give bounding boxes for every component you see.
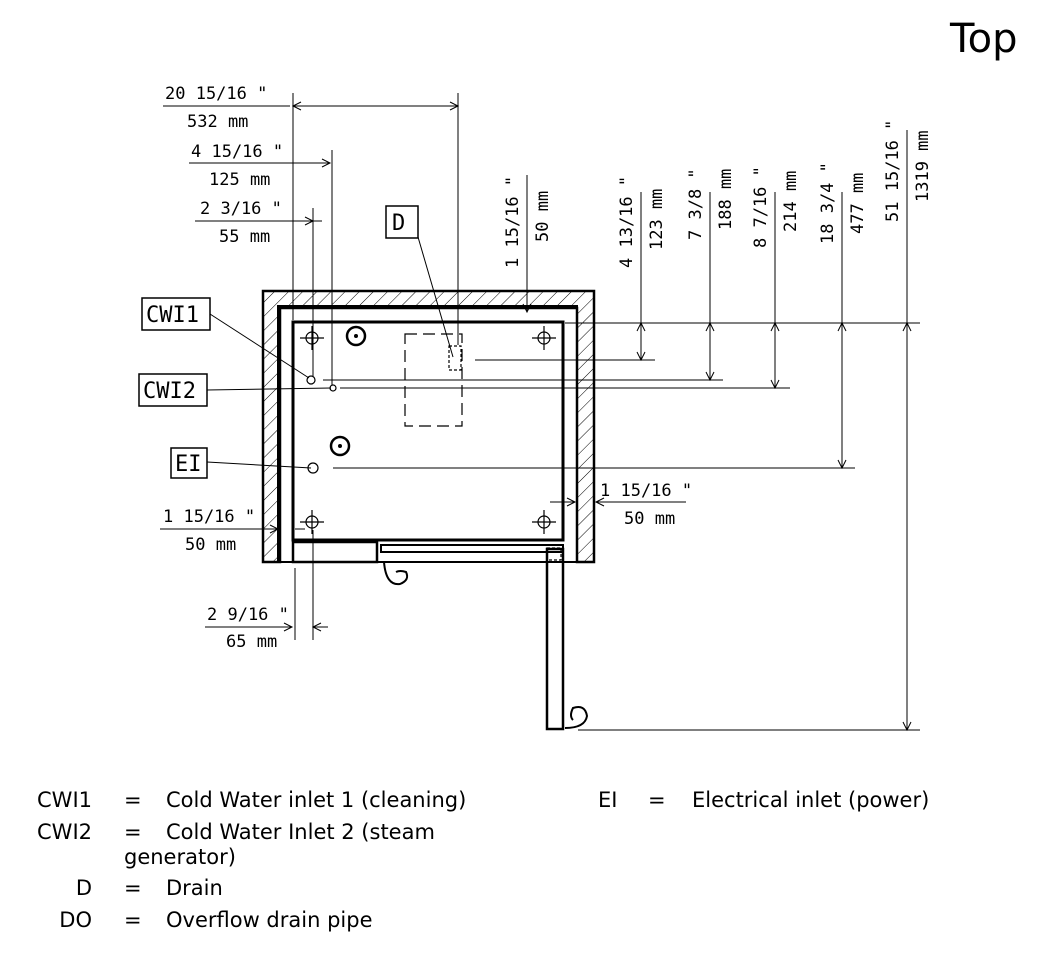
dim-left-wall-mm: 50 mm [185, 535, 236, 555]
dim-right-wall-in: 1 15/16 " [600, 481, 692, 501]
legend-abbr-ei: EI [598, 788, 618, 812]
inlet-markers [306, 325, 367, 474]
dim-ei-y-mm: 477 mm [848, 173, 868, 234]
legend: CWI1 = Cold Water inlet 1 (cleaning) CWI… [0, 780, 1043, 950]
legend-abbr-drain: D [75, 876, 92, 900]
dim-ei-y-in: 18 3/4 " [818, 162, 838, 244]
drain-outlet [448, 345, 462, 371]
ei-label: EI [175, 452, 202, 477]
legend-desc-cwi2-cont: generator) [124, 845, 236, 869]
cabinet-wall [261, 289, 596, 564]
feet-markers [300, 326, 556, 534]
view-title: Top [949, 16, 1018, 62]
dim-depth-mm: 1319 mm [913, 130, 933, 202]
dim-drain-y-mm: 123 mm [647, 189, 667, 250]
legend-eq-ei: = [648, 788, 666, 812]
dim-door-in: 2 9/16 " [207, 605, 289, 625]
dim-cwi1-x-in: 2 3/16 " [200, 199, 282, 219]
dim-top-wall-mm: 50 mm [533, 191, 553, 242]
dim-cwi2-y-in: 8 7/16 " [751, 166, 771, 248]
dim-door-mm: 65 mm [226, 632, 277, 652]
door [291, 540, 589, 731]
legend-abbr-cwi2: CWI2 [37, 820, 92, 844]
inner-cavity [291, 320, 565, 542]
legend-abbr-cwi1: CWI1 [37, 788, 92, 812]
dim-width-mm: 532 mm [187, 112, 248, 132]
legend-desc-ei: Electrical inlet (power) [692, 788, 930, 812]
label-boxes [138, 205, 419, 479]
dim-right-wall-mm: 50 mm [624, 509, 675, 529]
dim-cwi1-x-mm: 55 mm [219, 227, 270, 247]
dim-cwi1-y-in: 7 3/8 " [686, 168, 706, 240]
dim-cwi2-y-mm: 214 mm [781, 171, 801, 232]
legend-desc-cwi2: Cold Water Inlet 2 (steam [166, 820, 435, 844]
drain-label: D [392, 211, 405, 236]
dim-top-wall-in: 1 15/16 " [503, 176, 523, 268]
legend-eq-cwi2: = [124, 820, 142, 844]
legend-desc-drain: Drain [166, 876, 223, 900]
dim-cwi2-x-mm: 125 mm [209, 170, 270, 190]
legend-abbr-overflow: DO [59, 908, 92, 932]
cwi2-label: CWI2 [143, 379, 196, 404]
legend-desc-cwi1: Cold Water inlet 1 (cleaning) [166, 788, 467, 812]
dim-left-wall-in: 1 15/16 " [163, 507, 255, 527]
dim-width-in: 20 15/16 " [165, 84, 267, 104]
legend-eq-overflow: = [124, 908, 142, 932]
dimension-lines [160, 93, 920, 732]
dim-depth-in: 51 15/16 " [883, 120, 903, 222]
legend-desc-overflow: Overflow drain pipe [166, 908, 373, 932]
legend-eq-cwi1: = [124, 788, 142, 812]
dim-drain-y-in: 4 13/16 " [617, 176, 637, 268]
dim-cwi2-x-in: 4 15/16 " [191, 142, 283, 162]
legend-eq-drain: = [124, 876, 142, 900]
dim-cwi1-y-mm: 188 mm [716, 169, 736, 230]
cwi1-label: CWI1 [146, 303, 199, 328]
